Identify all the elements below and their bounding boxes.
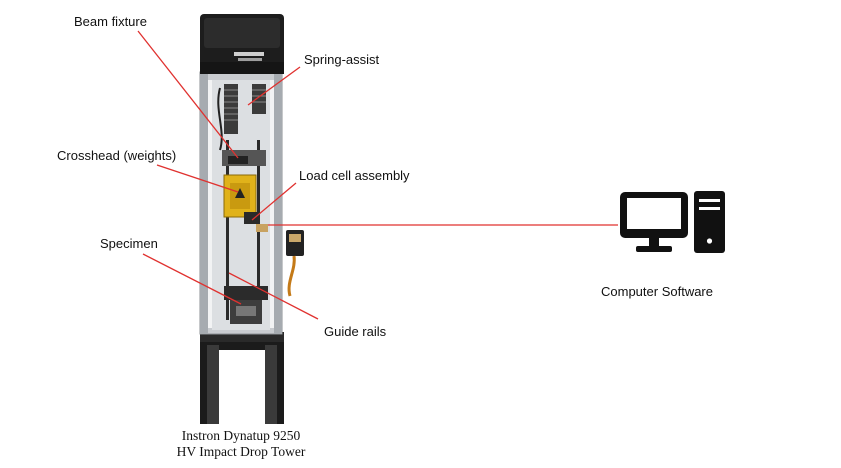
drop-tower-machine [199, 14, 304, 424]
leader-load-cell [251, 182, 297, 221]
leader-specimen [142, 253, 242, 305]
label-specimen: Specimen [100, 236, 158, 251]
leader-guide-rails [228, 272, 319, 320]
desktop-computer-icon [620, 191, 725, 253]
leader-spring-assist [247, 66, 301, 106]
leader-crosshead [156, 164, 239, 193]
caption: Instron Dynatup 9250 HV Impact Drop Towe… [166, 428, 316, 460]
caption-line-1: Instron Dynatup 9250 [181, 428, 301, 443]
label-computer-software: Computer Software [601, 284, 713, 299]
label-beam-fixture: Beam fixture [74, 14, 147, 29]
base-stand [200, 332, 284, 424]
label-spring-assist: Spring-assist [304, 52, 380, 67]
specimen-fixture [224, 286, 268, 324]
leader-lines [137, 30, 618, 320]
label-crosshead: Crosshead (weights) [57, 148, 177, 163]
label-guide-rails: Guide rails [324, 324, 387, 339]
label-load-cell: Load cell assembly [299, 168, 410, 183]
caption-line-2: HV Impact Drop Tower [176, 444, 306, 459]
beam-fixture [222, 150, 266, 166]
top-cabinet [200, 14, 284, 74]
crosshead-weights [223, 174, 257, 218]
leader-beam-fixture [137, 30, 239, 159]
control-pendant [286, 230, 304, 297]
spring-assist-springs [217, 84, 266, 151]
load-cell-assembly [244, 212, 268, 232]
